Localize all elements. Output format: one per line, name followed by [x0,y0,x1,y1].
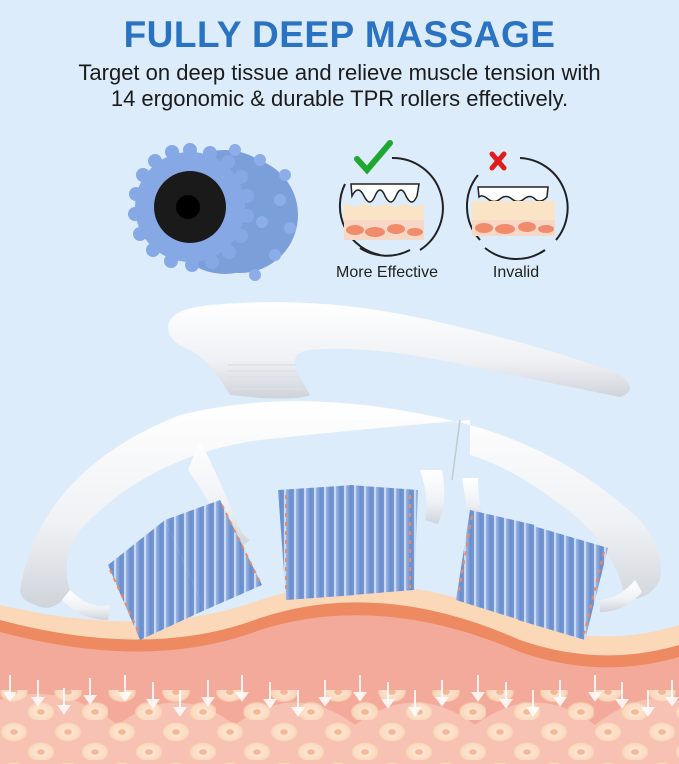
handle-grip-ridges [228,364,302,390]
green-checkmark-icon [354,140,393,175]
roller [518,525,608,640]
roller [165,500,262,610]
effective-diagram [338,140,444,257]
subtitle-line-2: 14 ergonomic & durable TPR rollers effec… [110,86,569,111]
invalid-label: Invalid [492,264,540,281]
red-x-icon [489,151,507,171]
main-arc-frame [20,401,661,608]
top-handle [168,302,631,399]
subtitle-line-1: Target on deep tissue and relieve muscle… [78,60,601,85]
pressure-arrows [3,675,679,717]
roller-group-left [108,500,262,640]
invalid-diagram [465,151,569,261]
roller-group-middle [278,485,418,600]
page-title: FULLY DEEP MASSAGE [123,14,556,55]
roller [456,510,535,620]
subtitle: Target on deep tissue and relieve muscle… [0,60,679,112]
roller [278,485,356,600]
roller [350,485,418,595]
roller [108,520,205,640]
more-effective-label: More Effective [336,264,438,281]
fat-cells [0,690,679,764]
roller-wheel-icon [128,143,298,281]
roller-group-right [456,510,608,640]
